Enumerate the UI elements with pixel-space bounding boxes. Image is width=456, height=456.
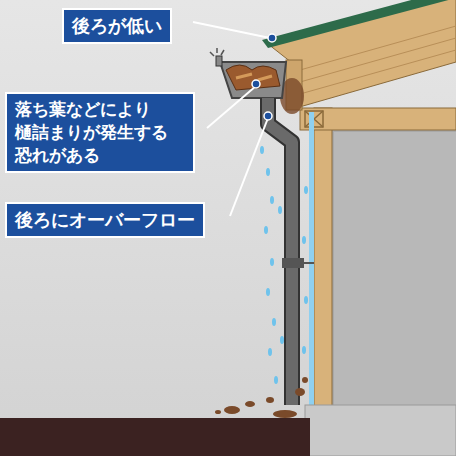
wall-panel-inner	[334, 132, 456, 407]
leaf-veins	[236, 74, 272, 80]
water-drops	[260, 146, 308, 384]
leader-dots	[252, 34, 276, 120]
wall-post	[314, 108, 332, 413]
callout-text: 落ち葉などにより 樋詰まりが発生する 恐れがある	[15, 98, 185, 167]
mud-splash	[215, 377, 308, 418]
foundation	[305, 405, 456, 456]
front-mark	[210, 48, 224, 56]
wall-beam	[300, 108, 456, 130]
downspout	[268, 98, 292, 405]
callout-box: 落ち葉などにより 樋詰まりが発生する 恐れがある	[5, 92, 195, 173]
callout-box: 後ろが低い	[62, 8, 172, 44]
downspout-outline	[268, 98, 292, 405]
roof-edge	[262, 0, 456, 48]
callout-box: 後ろにオーバーフロー	[5, 202, 205, 238]
roof-grain	[300, 26, 456, 94]
gutter-lip	[216, 56, 222, 66]
callout-text: 後ろにオーバーフロー	[15, 208, 195, 232]
leader-lines	[193, 22, 270, 216]
wall-panel	[330, 128, 456, 413]
bracket-arm	[304, 262, 314, 264]
gutter	[220, 62, 286, 98]
leaves	[226, 65, 280, 90]
ground	[0, 418, 310, 456]
pipe-bracket	[282, 258, 304, 268]
callout-text: 後ろが低い	[72, 14, 162, 38]
